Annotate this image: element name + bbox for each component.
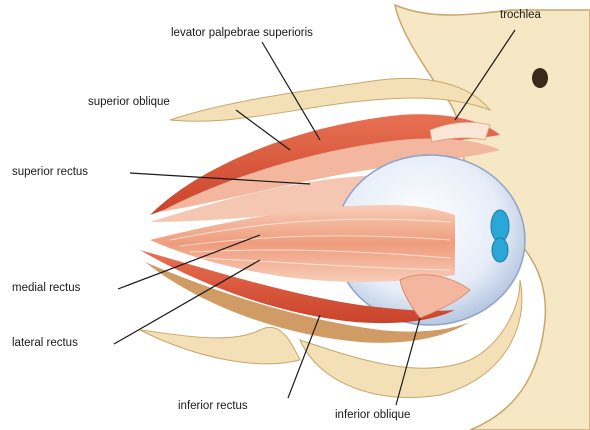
label-trochlea: trochlea: [500, 10, 541, 22]
label-lateral-rectus: lateral rectus: [12, 338, 78, 350]
leader-superior-oblique: [236, 110, 290, 150]
label-levator-palpebrae-superioris: levator palpebrae superioris: [171, 28, 313, 40]
lower-orbit-bone: [140, 327, 300, 363]
label-medial-rectus: medial rectus: [12, 283, 80, 295]
label-inferior-rectus: inferior rectus: [178, 401, 248, 413]
nostril: [532, 68, 548, 88]
label-superior-oblique: superior oblique: [88, 97, 170, 109]
label-inferior-oblique: inferior oblique: [335, 410, 410, 422]
iris-lower: [492, 238, 508, 262]
iris: [491, 210, 509, 242]
label-superior-rectus: superior rectus: [12, 167, 88, 179]
upper-orbit-bone: [170, 78, 490, 121]
